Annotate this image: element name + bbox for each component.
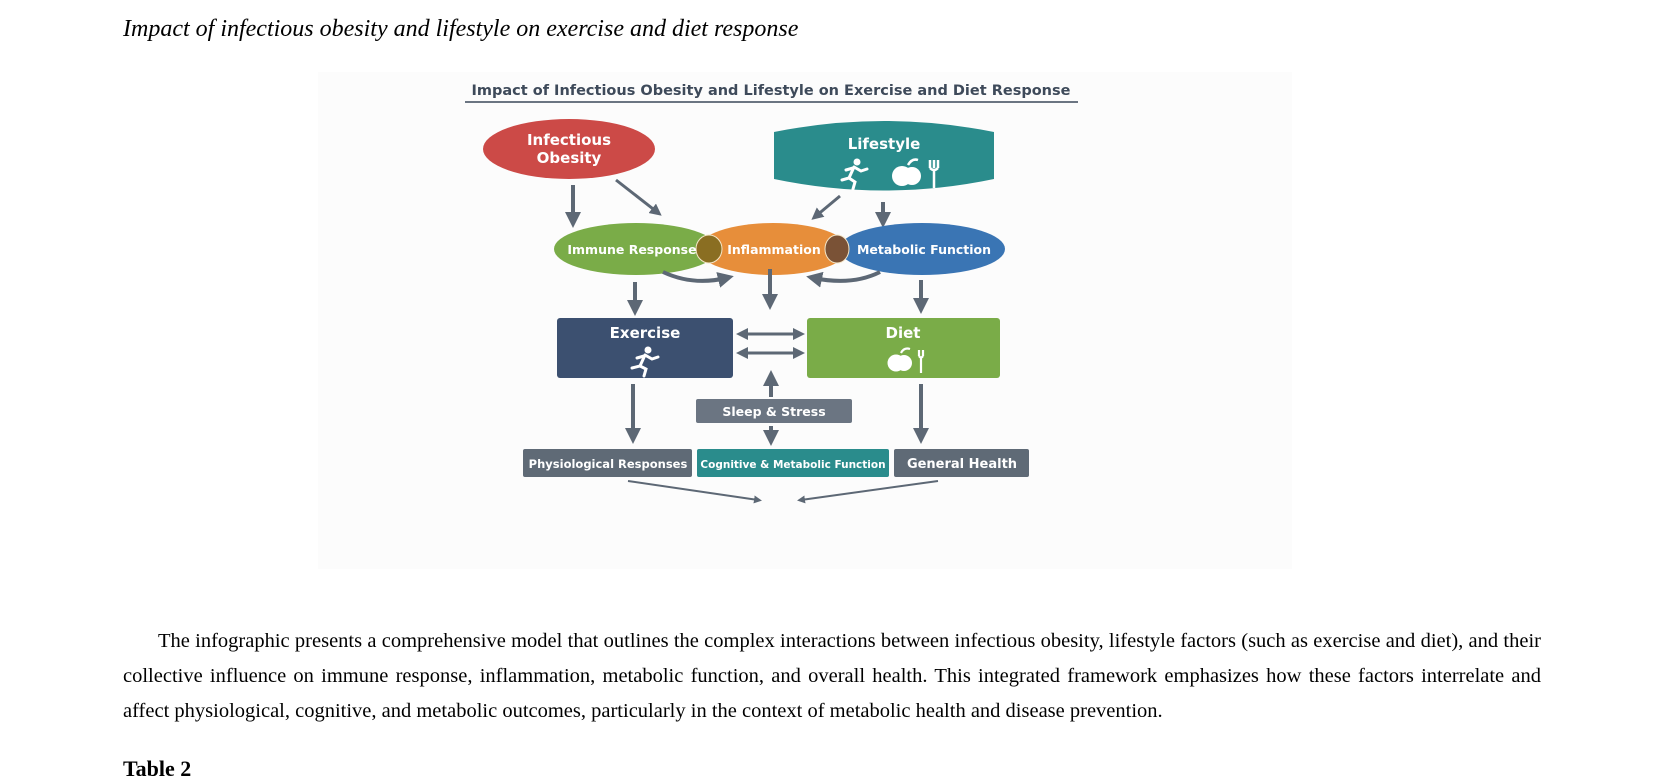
infographic-title: Impact of Infectious Obesity and Lifesty…	[472, 83, 1071, 99]
lifestyle-label: Lifestyle	[848, 135, 921, 153]
running-person-icon	[630, 346, 660, 378]
arrow-lifestyle-to-inflammation	[811, 194, 841, 220]
node-immune-response	[554, 223, 718, 275]
node-lifestyle: Lifestyle	[774, 121, 994, 191]
node-inflammation	[698, 223, 848, 275]
physiological-responses-label: Physiological Responses	[529, 457, 688, 471]
infographic-figure: Impact of Infectious Obesity and Lifesty…	[318, 72, 1292, 569]
cognitive-metabolic-label: Cognitive & Metabolic Function	[700, 459, 885, 471]
general-health-label: General Health	[907, 457, 1017, 472]
infectious-obesity-label-1: Infectious	[527, 131, 611, 149]
arrow-curve-immune-inflammation	[662, 270, 734, 288]
infographic-svg: Impact of Infectious Obesity and Lifesty…	[465, 83, 1078, 504]
node-physiological-responses: Physiological Responses	[523, 449, 692, 477]
infectious-obesity-label-2: Obesity	[537, 149, 602, 167]
arrow-converge-left	[627, 480, 762, 504]
arrow-obesity-to-inflammation	[615, 178, 662, 216]
apple-icon	[892, 158, 921, 186]
overlap-immune-inflammation	[695, 234, 723, 264]
running-person-icon	[840, 158, 869, 191]
arrow-curve-metabolic-inflammation	[806, 270, 881, 288]
node-infectious-obesity: Infectious Obesity	[483, 119, 655, 179]
node-cognitive-metabolic: Cognitive & Metabolic Function	[697, 449, 889, 477]
exercise-label: Exercise	[610, 324, 681, 342]
sleep-stress-label: Sleep & Stress	[722, 404, 825, 419]
metabolic-function-label: Metabolic Function	[857, 242, 991, 257]
body-paragraph: The infographic presents a comprehensive…	[123, 630, 1541, 722]
node-sleep-stress: Sleep & Stress	[696, 399, 852, 423]
node-metabolic-function	[839, 223, 1005, 275]
node-exercise: Exercise	[557, 318, 733, 378]
overlap-inflammation-metabolic	[824, 234, 850, 264]
inflammation-label: Inflammation	[727, 242, 820, 257]
node-general-health: General Health	[894, 449, 1029, 477]
table-heading: Table 2	[123, 756, 192, 781]
fork-icon	[928, 160, 940, 188]
immune-response-label: Immune Response	[567, 242, 696, 257]
node-diet: Diet	[807, 318, 1000, 378]
figure-caption: Impact of infectious obesity and lifesty…	[123, 16, 799, 42]
arrow-converge-right	[797, 480, 939, 504]
apple-fork-icon	[887, 347, 925, 373]
diet-label: Diet	[886, 324, 921, 342]
